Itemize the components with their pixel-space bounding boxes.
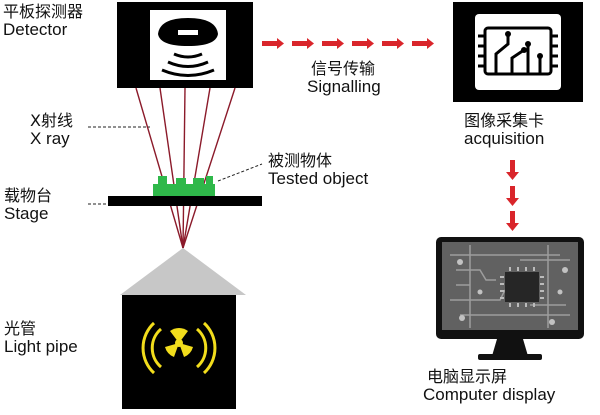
acquisition-card xyxy=(453,2,583,102)
label-signalling: 信号传输 Signalling xyxy=(307,59,381,96)
tested-object xyxy=(153,176,215,196)
label-xray: X射线 X ray xyxy=(30,111,73,148)
radiation-icon xyxy=(165,328,193,357)
detector-icon xyxy=(158,18,218,77)
detector-panel xyxy=(117,2,253,88)
label-computer-display: 电脑显示屏 Computer display xyxy=(423,367,556,404)
vertical-arrows xyxy=(506,160,519,231)
xray-beams xyxy=(135,87,236,249)
label-tested-object: 被测物体 Tested object xyxy=(268,151,369,188)
label-acquisition: 图像采集卡 acquisition xyxy=(464,111,545,148)
label-stage: 载物台 Stage xyxy=(4,186,53,223)
label-light-pipe: 光管 Light pipe xyxy=(4,319,78,356)
leader-lines xyxy=(88,126,263,205)
light-pipe xyxy=(122,295,236,409)
signal-arrows xyxy=(262,38,434,49)
stage-bar xyxy=(108,196,262,206)
light-cone xyxy=(120,248,246,295)
label-detector: 平板探测器 Detector xyxy=(3,2,84,39)
computer-display xyxy=(436,237,584,360)
pcb-screen-image xyxy=(442,242,578,330)
